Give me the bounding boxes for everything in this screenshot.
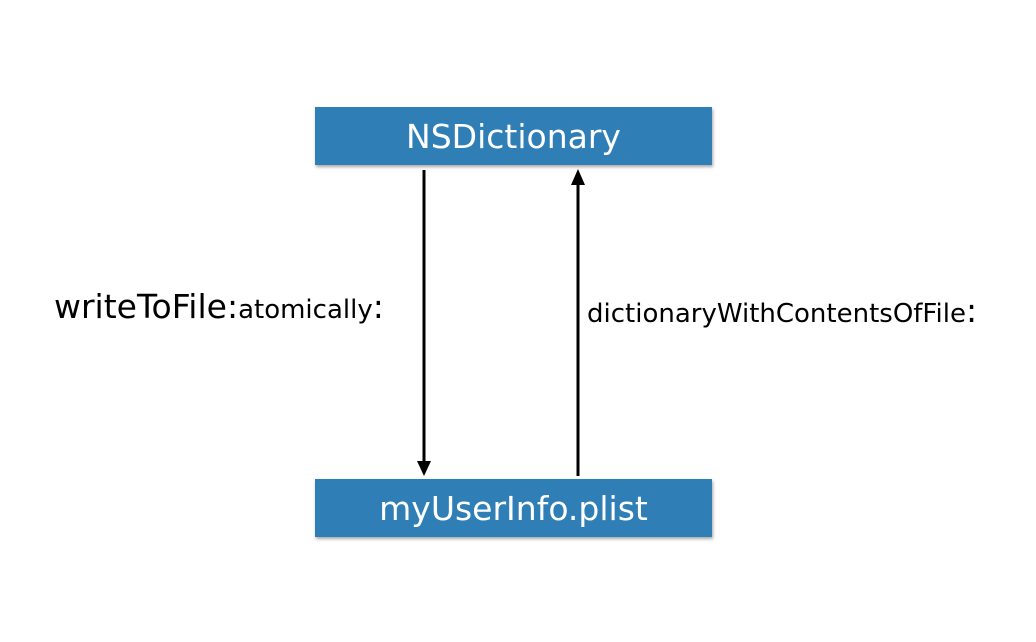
read-edge-label: dictionaryWithContentsOfFile: [587, 294, 977, 327]
node-myuserinfo-plist[interactable]: myUserInfo.plist [315, 479, 712, 537]
write-method-name: writeToFile [54, 287, 227, 326]
node-nsdictionary[interactable]: NSDictionary [315, 107, 712, 165]
write-arg-name: atomically [238, 295, 373, 325]
write-colon-2: : [372, 287, 384, 326]
read-colon: : [965, 291, 978, 330]
write-arrow-head [417, 461, 431, 476]
write-colon-1: : [226, 287, 239, 326]
read-method-name: dictionaryWithContentsOfFile [587, 299, 966, 329]
read-arrow-head [571, 169, 585, 185]
write-edge-label: writeToFile:atomically: [54, 290, 384, 323]
